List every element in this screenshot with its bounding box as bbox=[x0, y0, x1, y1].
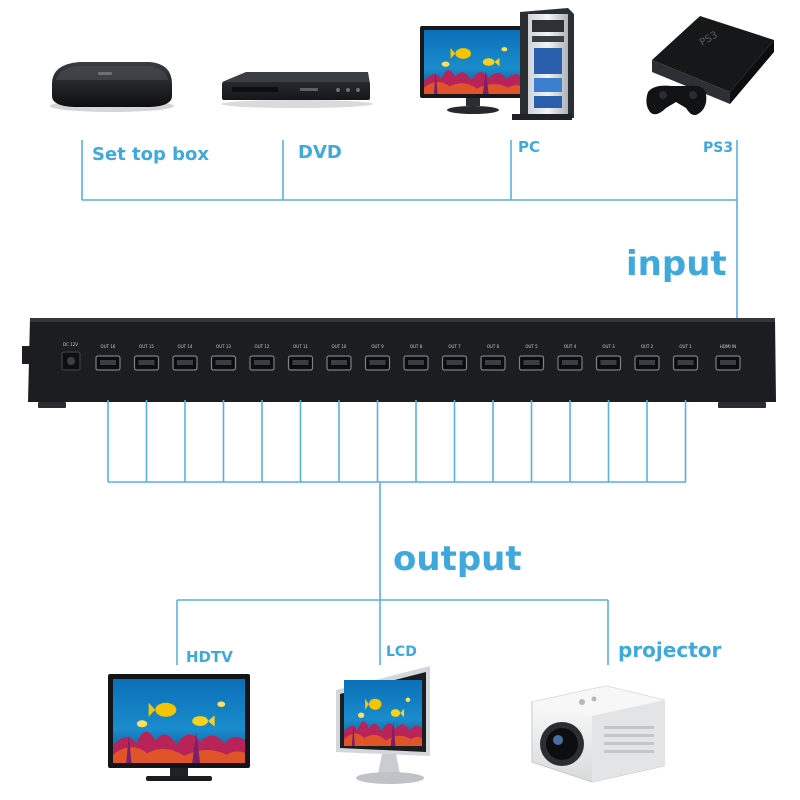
pc-icon bbox=[420, 8, 574, 120]
hdmi-ports: OUT 16 OUT 15 OUT 14 OUT 13 OUT 12 OUT 11 OUT … bbox=[95, 344, 741, 371]
projector-icon bbox=[531, 685, 665, 783]
source-label-dvd: DVD bbox=[298, 142, 342, 163]
port-label: OUT 14 bbox=[178, 344, 193, 349]
dvd-player-icon bbox=[221, 72, 373, 108]
source-label-pc: PC bbox=[518, 138, 540, 156]
power-port-label: DC 12V bbox=[63, 342, 78, 347]
input-section-label: input bbox=[626, 244, 727, 284]
hdmi-output-port: OUT 7 bbox=[441, 344, 468, 371]
port-label: OUT 4 bbox=[564, 344, 577, 349]
hdmi-output-port: OUT 8 bbox=[403, 344, 429, 371]
port-label: OUT 11 bbox=[293, 344, 308, 349]
output-wiring bbox=[107, 400, 687, 665]
port-label: OUT 9 bbox=[371, 344, 384, 349]
source-label-ps3: PS3 bbox=[703, 140, 733, 156]
port-label: OUT 10 bbox=[332, 344, 347, 349]
set-top-box-icon bbox=[50, 62, 174, 112]
hdmi-output-port: OUT 2 bbox=[634, 344, 660, 371]
port-label: OUT 3 bbox=[602, 344, 615, 349]
hdmi-output-port: OUT 9 bbox=[364, 344, 391, 371]
source-label-set-top-box: Set top box bbox=[92, 144, 209, 165]
lcd-monitor-icon bbox=[336, 666, 430, 784]
hdmi-output-port: OUT 12 bbox=[249, 344, 275, 371]
hdtv-icon bbox=[108, 674, 250, 781]
port-label: OUT 16 bbox=[101, 344, 116, 349]
port-label: OUT 7 bbox=[448, 344, 461, 349]
hdmi-output-port: OUT 16 bbox=[95, 344, 121, 371]
port-label: OUT 2 bbox=[641, 344, 654, 349]
hdmi-output-port: OUT 1 bbox=[672, 344, 699, 371]
hdmi-output-port: OUT 11 bbox=[287, 344, 314, 371]
port-label: HDMI IN bbox=[720, 344, 736, 349]
hdmi-output-port: OUT 6 bbox=[480, 344, 506, 371]
ps3-console-icon: PS3 bbox=[646, 16, 774, 116]
hdmi-output-port: OUT 3 bbox=[595, 344, 622, 371]
port-label: OUT 13 bbox=[216, 344, 231, 349]
hdmi-output-port: OUT 14 bbox=[172, 344, 198, 371]
display-label-hdtv: HDTV bbox=[186, 648, 233, 666]
hdmi-output-port: OUT 4 bbox=[557, 344, 583, 371]
port-label: OUT 6 bbox=[487, 344, 500, 349]
hdmi-output-port: OUT 15 bbox=[133, 344, 160, 371]
display-label-lcd: LCD bbox=[386, 644, 417, 660]
hdmi-output-port: OUT 5 bbox=[518, 344, 545, 371]
port-label: OUT 8 bbox=[410, 344, 423, 349]
port-label: OUT 5 bbox=[525, 344, 538, 349]
hdmi-input-port: HDMI IN bbox=[715, 344, 741, 371]
display-label-projector: projector bbox=[618, 638, 721, 662]
hdmi-output-port: OUT 10 bbox=[326, 344, 352, 371]
input-wiring bbox=[81, 140, 738, 347]
port-label: OUT 1 bbox=[679, 344, 692, 349]
hdmi-output-port: OUT 13 bbox=[210, 344, 237, 371]
port-label: OUT 15 bbox=[139, 344, 154, 349]
output-section-label: output bbox=[393, 539, 522, 579]
port-label: OUT 12 bbox=[255, 344, 270, 349]
